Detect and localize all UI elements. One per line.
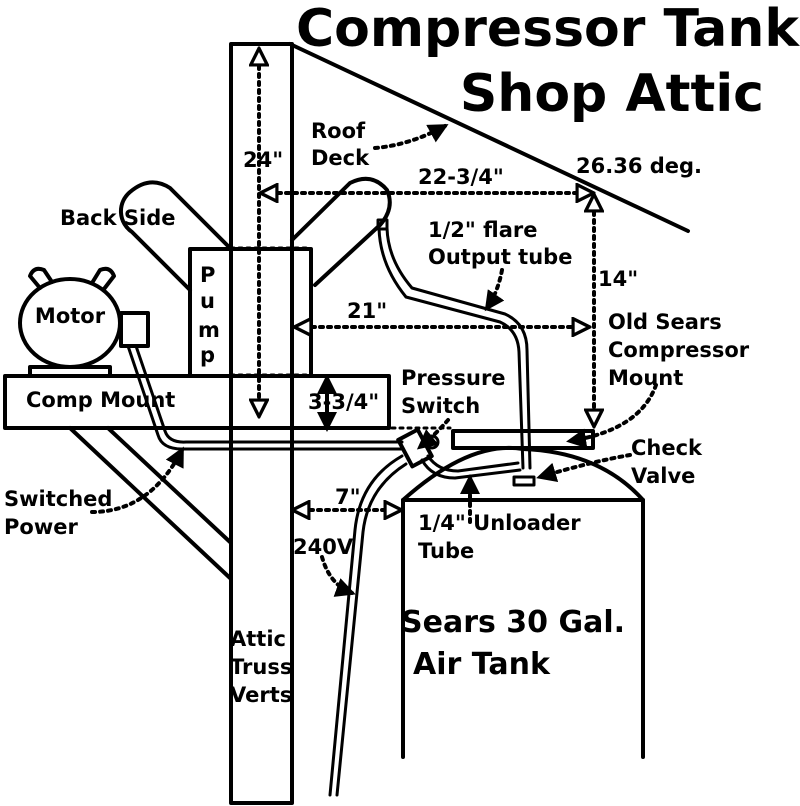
callout-output-tube	[484, 268, 505, 312]
air-tank-body	[401, 445, 645, 759]
label-pump-m: m	[198, 318, 220, 342]
motor-ear-right	[90, 266, 116, 291]
label-truss-1: Attic	[230, 627, 286, 651]
comp-mount-truss-cover	[229, 374, 294, 430]
callout-240v	[320, 555, 356, 597]
label-truss-2: Truss	[230, 655, 292, 679]
label-old-sears-2: Compressor	[608, 338, 750, 362]
label-tank-2: Air Tank	[413, 647, 551, 682]
label-unloader-1: 1/4" Unloader	[418, 511, 581, 535]
label-tank-1: Sears 30 Gal.	[401, 605, 625, 640]
label-old-sears-1: Old Sears	[608, 310, 722, 334]
dim-14-value: 14"	[598, 267, 638, 291]
callout-switched-power	[90, 446, 184, 514]
label-pump-p2: p	[200, 343, 215, 367]
motor-power-wire-inner	[134, 344, 404, 444]
label-roof-deck-1: Roof	[311, 119, 366, 143]
dim-3-3-4-value: 3-3/4"	[308, 390, 379, 414]
supply-wire-inner	[335, 462, 408, 797]
roof-deck-line	[288, 42, 690, 233]
label-unloader-2: Tube	[418, 539, 474, 563]
label-old-sears-3: Mount	[608, 366, 683, 390]
output-tube-fitting-bottom	[512, 475, 536, 487]
label-comp-mount: Comp Mount	[26, 388, 175, 412]
unloader-tube-inner	[426, 454, 520, 473]
label-check-valve-2: Valve	[631, 464, 695, 488]
dim-21-value: 21"	[347, 299, 387, 323]
callout-pressure-switch	[416, 418, 450, 450]
supply-wire-outer	[328, 454, 404, 797]
unloader-tube-outer	[420, 458, 522, 480]
dim-22-3-4-value: 22-3/4"	[418, 165, 504, 189]
label-pressure-switch-2: Switch	[401, 394, 480, 418]
diagram-title-line1: Compressor Tank	[296, 0, 800, 59]
dim-24-value: 24"	[243, 148, 283, 172]
label-240v: 240V	[293, 535, 354, 559]
label-truss-3: Verts	[230, 683, 292, 707]
callout-old-sears-mount	[566, 383, 658, 449]
label-pump-u: u	[200, 289, 215, 313]
label-roof-angle: 26.36 deg.	[576, 154, 702, 178]
label-roof-deck-2: Deck	[311, 146, 370, 170]
diagonal-brace-inner	[106, 426, 232, 544]
motor-junction-box	[119, 311, 150, 348]
dim-7-value: 7"	[335, 485, 361, 509]
motor-ear-left	[28, 266, 54, 290]
label-switched-power-2: Power	[4, 515, 78, 539]
label-output-tube-1: 1/2" flare	[428, 218, 537, 242]
label-motor: Motor	[35, 304, 106, 328]
label-pump-p: P	[200, 263, 215, 287]
comp-mount-board	[3, 374, 391, 430]
callout-check-valve	[536, 453, 632, 482]
label-output-tube-2: Output tube	[428, 245, 572, 269]
label-check-valve-1: Check	[631, 436, 703, 460]
output-tube-fitting-top	[376, 218, 389, 231]
motor-base	[28, 365, 112, 378]
callout-roof-deck	[373, 124, 449, 150]
diagram-title-line2: Shop Attic	[460, 64, 764, 124]
label-switched-power-1: Switched	[4, 487, 112, 511]
pump-brace-back-side	[118, 180, 232, 292]
output-tube-inner	[385, 226, 532, 470]
output-tube-outer	[377, 226, 525, 470]
label-pressure-switch-1: Pressure	[401, 366, 506, 390]
diagonal-brace-outer	[68, 426, 232, 580]
label-back-side: Back Side	[60, 206, 176, 230]
